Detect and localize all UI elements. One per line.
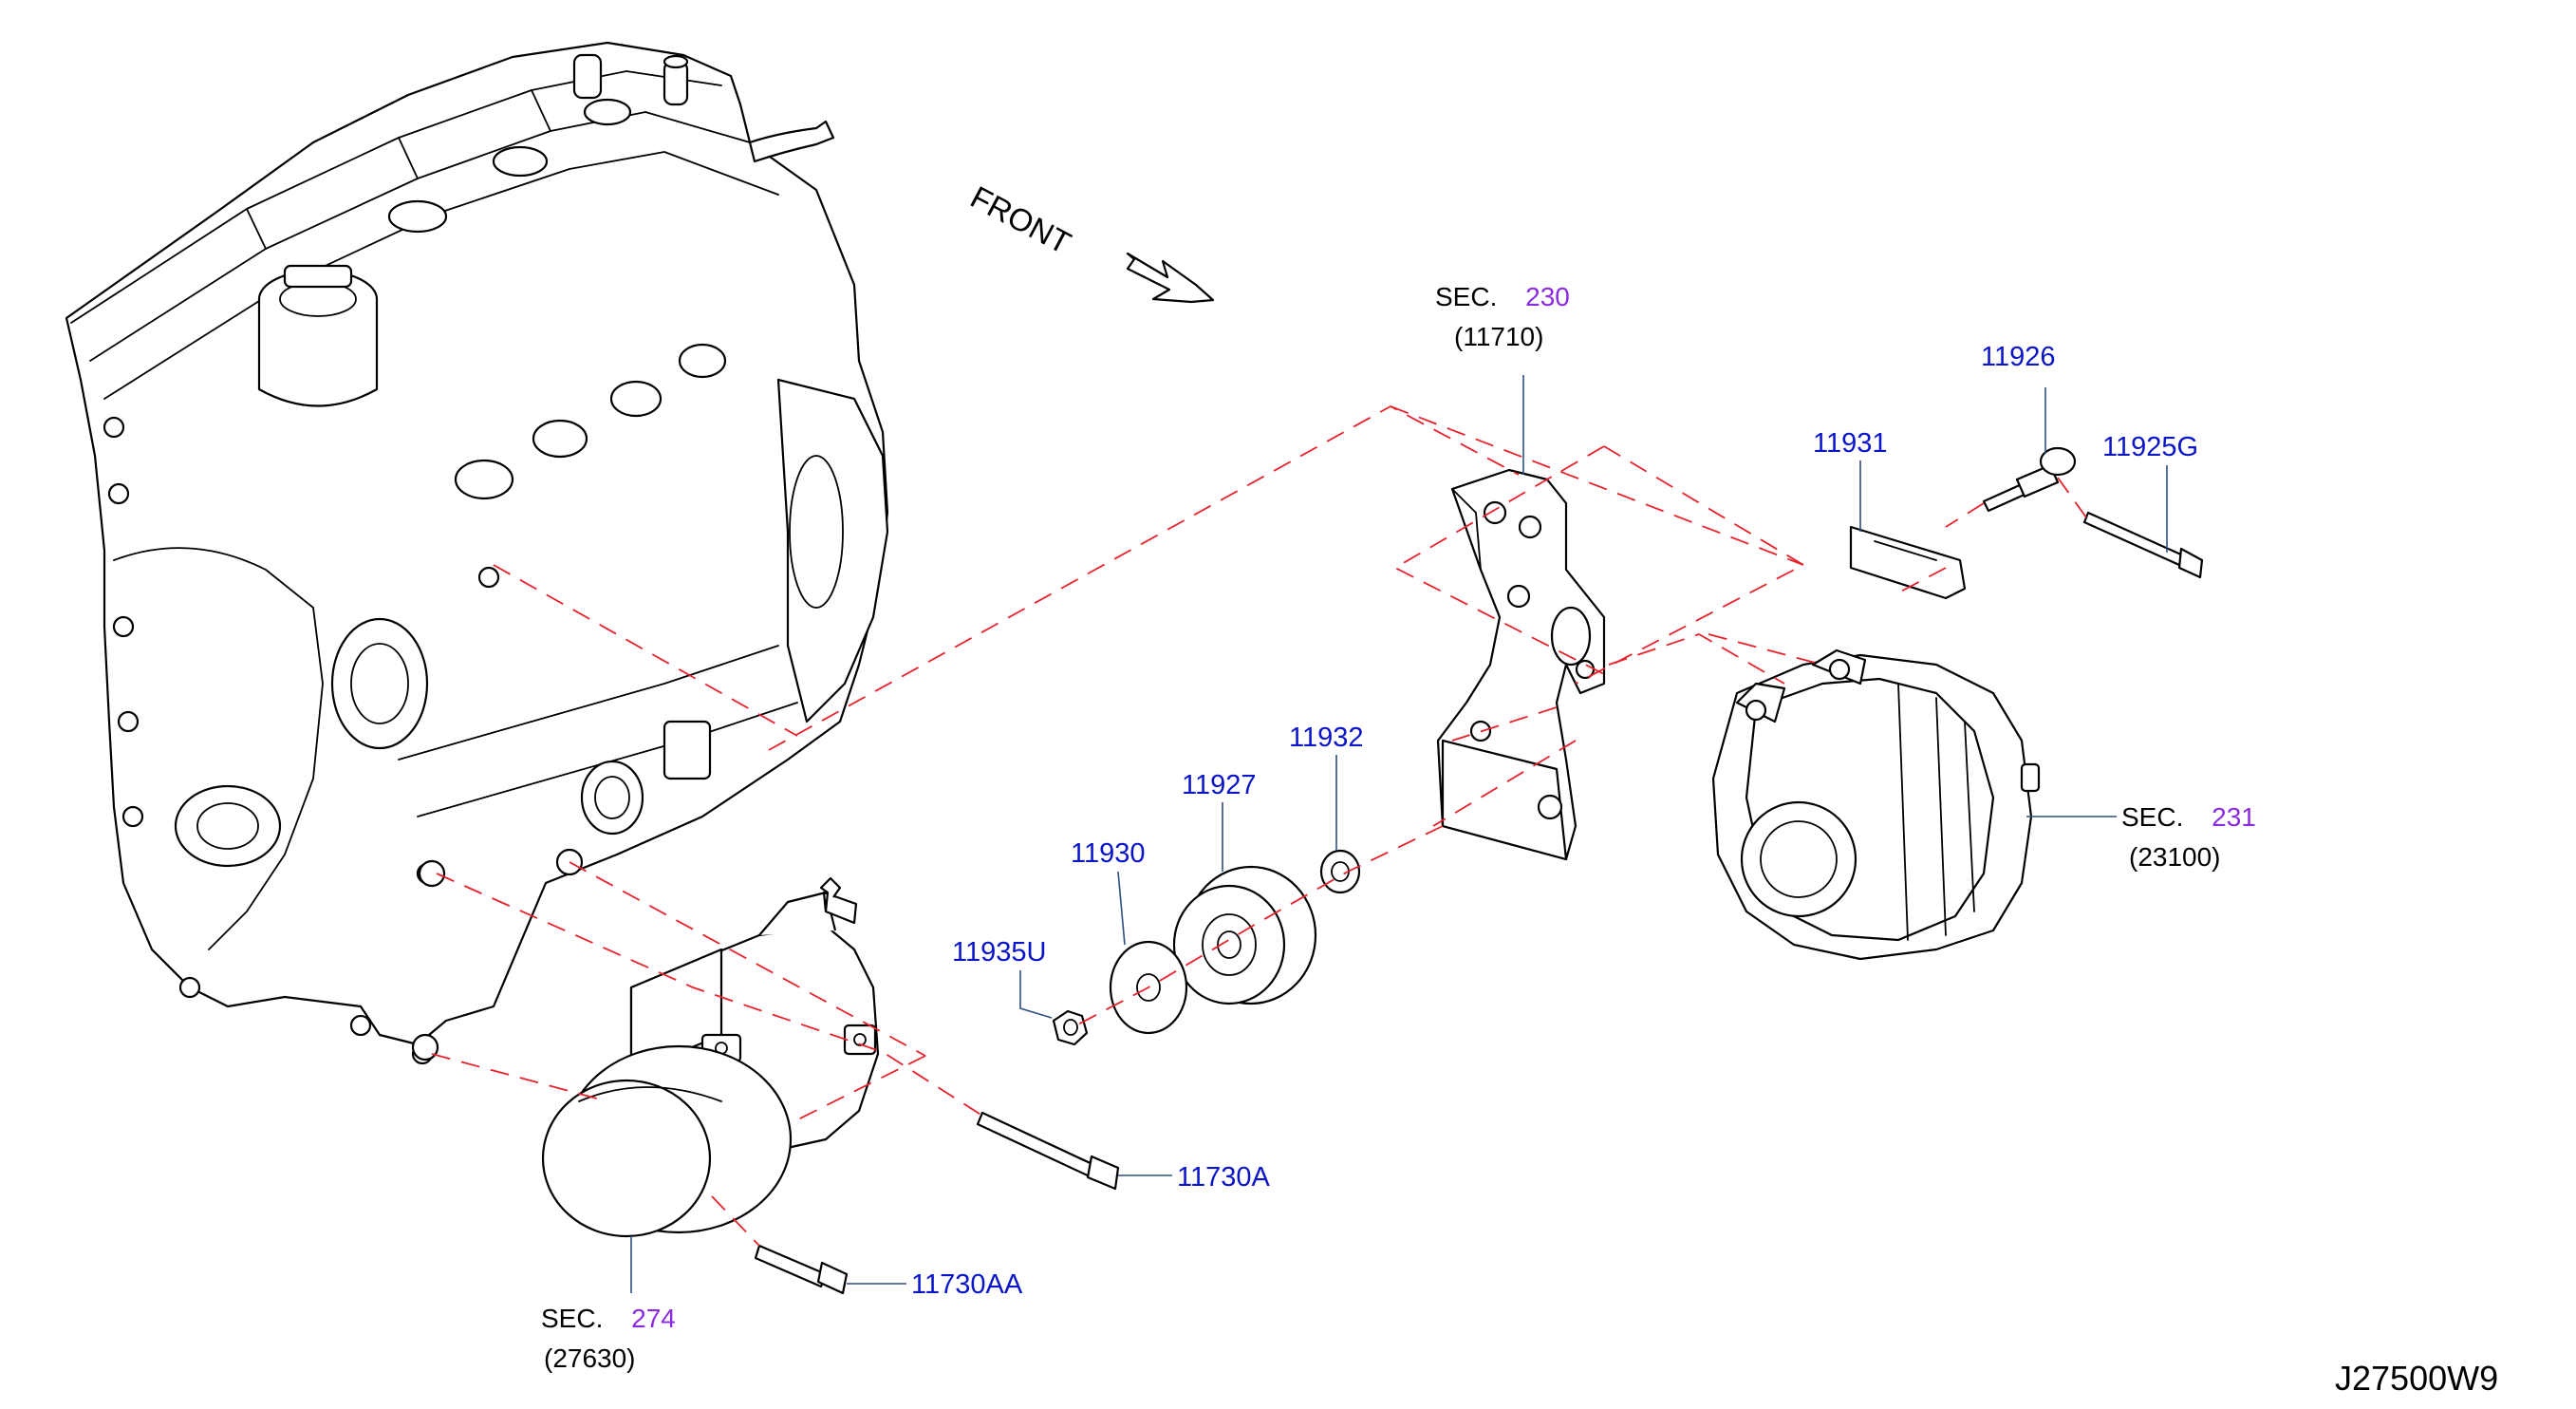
- bolt-11925g: [2082, 511, 2204, 579]
- dashed-line-17: [711, 1195, 760, 1247]
- sec-number: 231: [2212, 802, 2256, 832]
- diagram-code: J27500W9: [2335, 1359, 2498, 1398]
- section-label-230: SEC. 230 (11710): [1435, 282, 1570, 351]
- dashed-line-16: [431, 1053, 608, 1102]
- sec-number: 230: [1525, 282, 1570, 311]
- sec-prefix: SEC.: [541, 1304, 603, 1333]
- sec-prefix: SEC.: [1435, 282, 1497, 311]
- idler-pulley: [1172, 865, 1317, 1005]
- leader-lines: [630, 375, 2168, 1293]
- dashed-line-6: [1608, 633, 1785, 685]
- sec-number: 274: [631, 1304, 676, 1333]
- arrow-icon: [1126, 252, 1215, 304]
- idler-nut: [1052, 1009, 1089, 1046]
- part-label-11935u: 11935U: [952, 937, 1046, 968]
- section-label-274: SEC. 274 (27630): [541, 1304, 676, 1373]
- section-label-231: SEC. 231 (23100): [2121, 802, 2256, 872]
- leader-11935u: [1019, 970, 1053, 1019]
- dashed-line-5: [493, 564, 798, 737]
- part-label-11730aa: 11730AA: [911, 1269, 1023, 1300]
- bolt-11730a: [976, 1111, 1120, 1191]
- adjusting-bolt: [1982, 446, 2077, 513]
- sec-ref: (11710): [1454, 322, 1543, 351]
- dashed-line-3: [1575, 445, 1805, 685]
- part-label-11925g: 11925G: [2102, 432, 2198, 462]
- dashed-line-13: [2057, 477, 2087, 518]
- sec-ref: (23100): [2129, 842, 2221, 872]
- svg-text:SEC. 274: SEC. 274: [541, 1304, 676, 1333]
- svg-text:SEC. 231: SEC. 231: [2121, 802, 2256, 832]
- front-label: FRONT: [965, 179, 1077, 261]
- dashed-line-10: [1072, 825, 1444, 1028]
- dashed-line-18: [792, 1055, 926, 1123]
- part-label-11926: 11926: [1981, 342, 2056, 372]
- alternator: [1711, 648, 2041, 961]
- sec-prefix: SEC.: [2121, 802, 2183, 832]
- bolt-11730aa: [754, 1244, 849, 1295]
- dashed-line-11: [1893, 567, 1947, 596]
- dashed-line-12: [1945, 502, 1985, 528]
- ac-compressor: [541, 876, 880, 1238]
- part-label-11931: 11931: [1813, 428, 1888, 459]
- dashed-line-2: [1390, 405, 1804, 566]
- assembly-lines: [431, 404, 2087, 1247]
- engine-block: [65, 41, 889, 1065]
- dashed-line-14: [436, 873, 983, 1117]
- leader-11930: [1117, 871, 1126, 946]
- adjusting-bar: [1849, 525, 1967, 600]
- svg-text:SEC. 230: SEC. 230: [1435, 282, 1570, 311]
- sec-ref: (27630): [544, 1343, 636, 1373]
- dashed-line-8: [1451, 706, 1558, 742]
- spacer-ring: [1319, 849, 1361, 894]
- front-direction: FRONT: [965, 179, 1215, 304]
- part-label-11930: 11930: [1071, 838, 1146, 869]
- part-label-11730a: 11730A: [1177, 1162, 1270, 1193]
- alternator-bracket: [1436, 468, 1606, 861]
- dashed-line-15: [569, 861, 926, 1057]
- dashed-line-7: [1708, 633, 1823, 666]
- part-label-11927: 11927: [1182, 770, 1257, 800]
- dashed-line-9: [1432, 740, 1577, 827]
- dashed-line-4: [1393, 445, 1605, 675]
- part-label-11932: 11932: [1289, 723, 1364, 753]
